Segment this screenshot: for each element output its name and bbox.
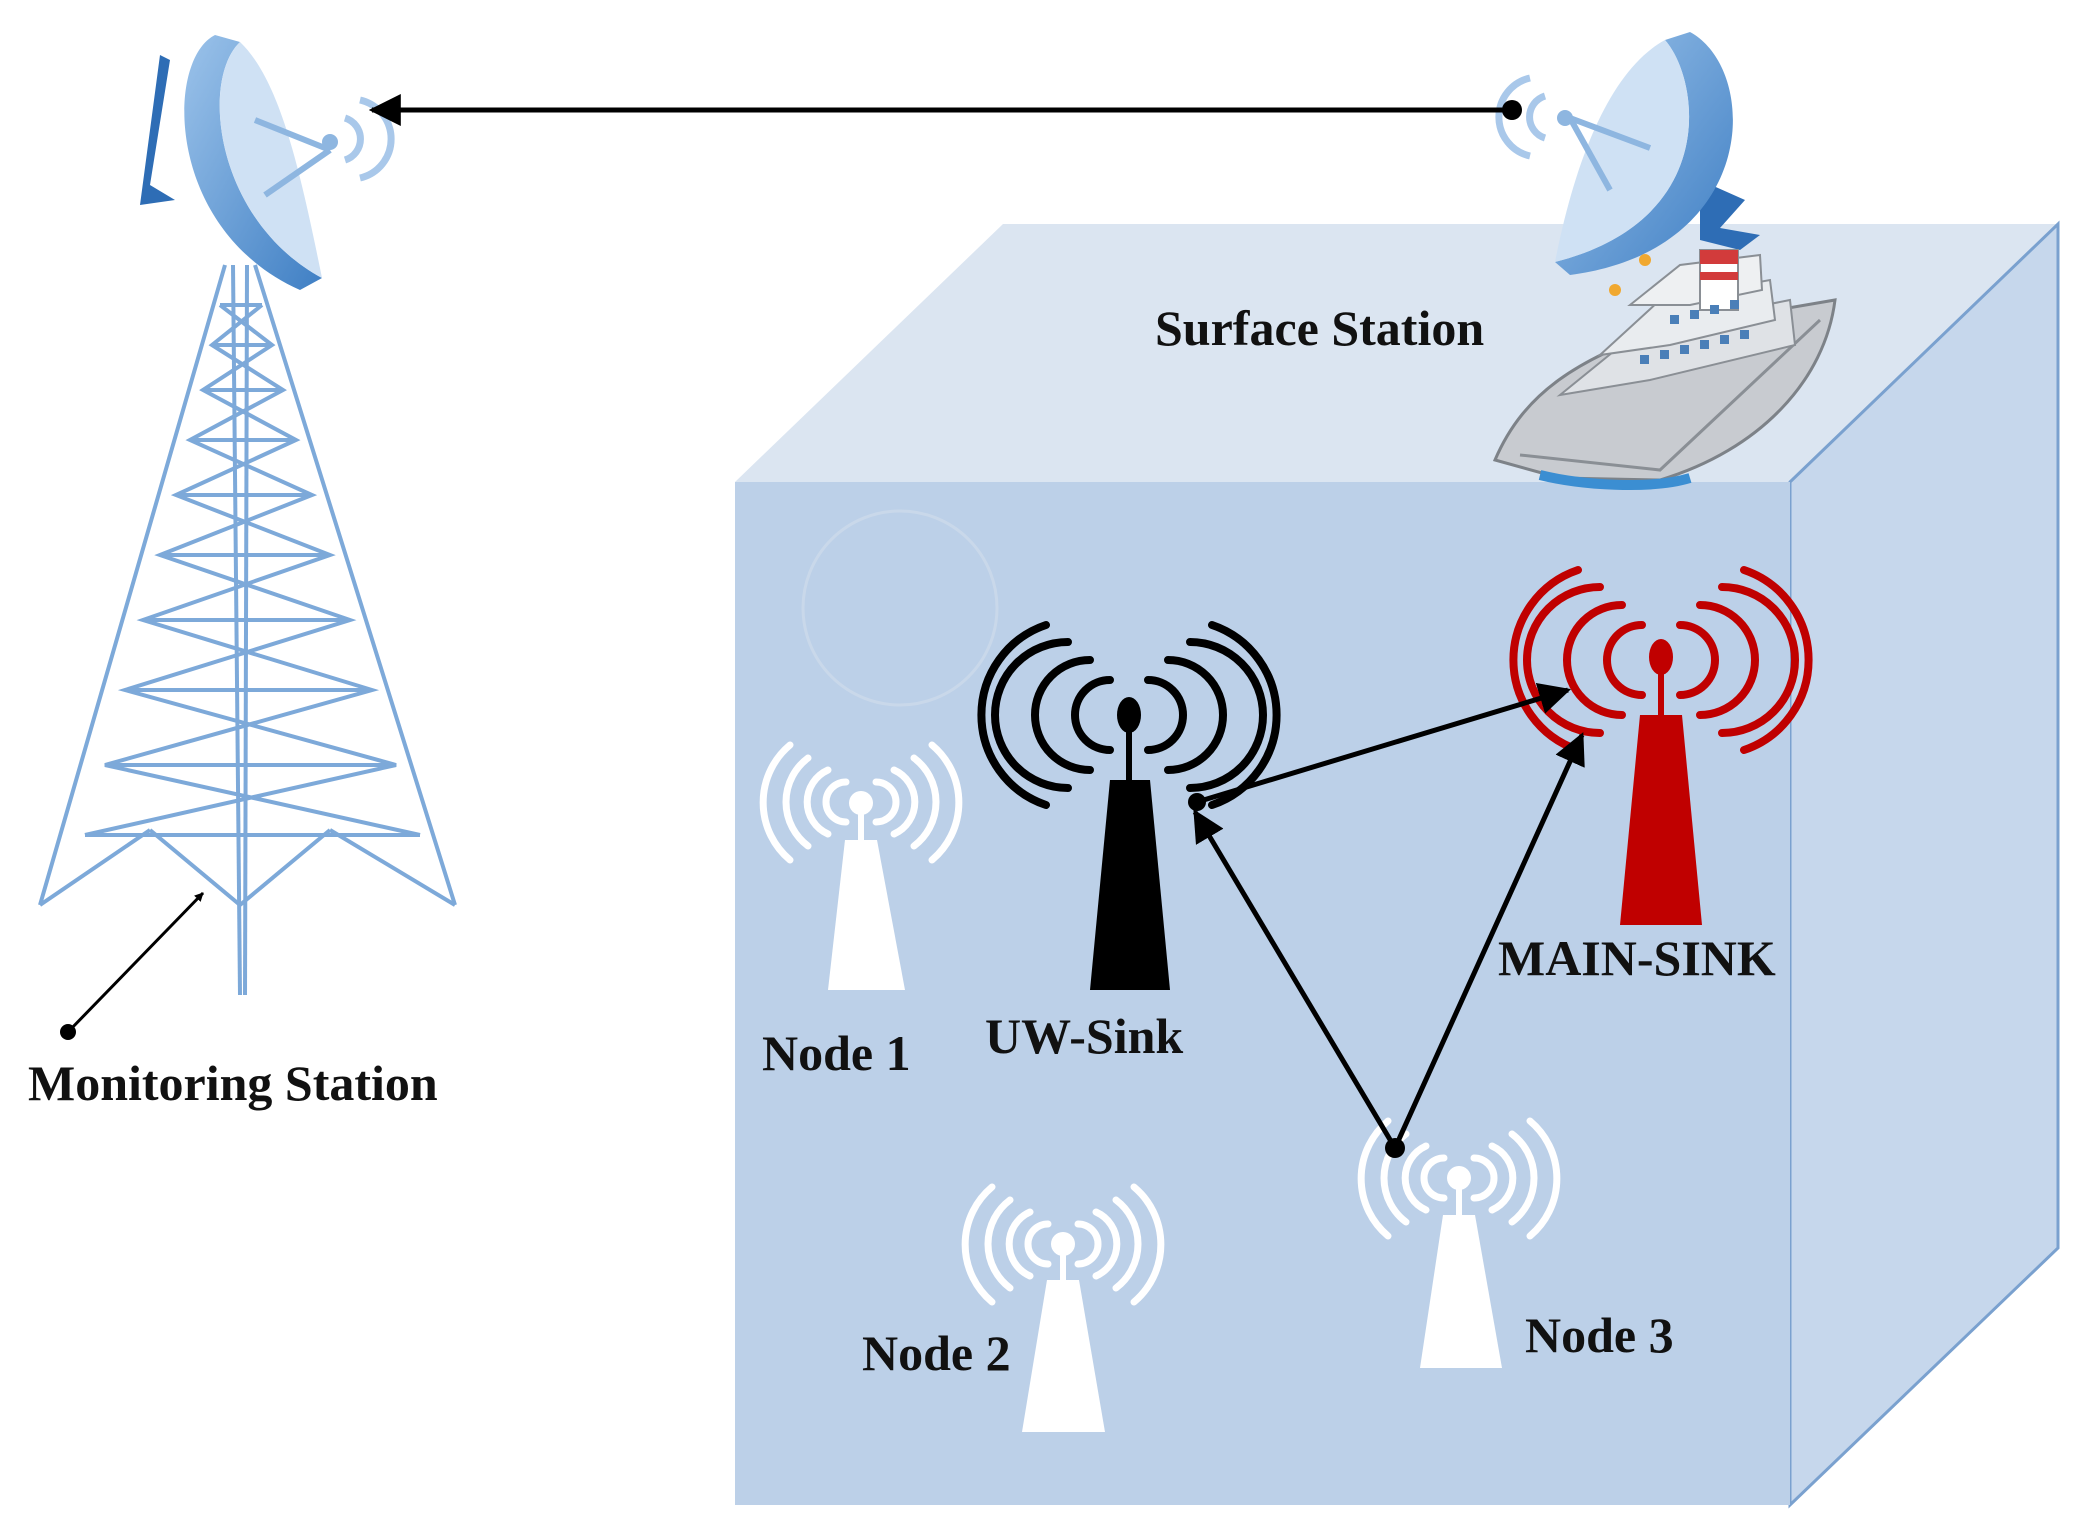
satellite-dish-icon <box>1495 32 1760 275</box>
monitoring-label-pointer <box>66 891 205 1034</box>
water-volume <box>735 220 2060 1509</box>
node1-antenna-icon <box>759 741 963 990</box>
ship-icon <box>1492 249 1837 490</box>
satellite-dish-icon <box>140 35 395 290</box>
connection-dots <box>60 100 1522 1158</box>
uw-sink-label: UW-Sink <box>985 1008 1183 1064</box>
uwsink-to-mainsink-arrow <box>1196 683 1572 805</box>
surface-station-label: Surface Station <box>1155 300 1484 356</box>
communication-arrows <box>66 94 1585 1150</box>
node2-label: Node 2 <box>862 1325 1011 1381</box>
uw-sink-antenna-icon <box>977 621 1281 990</box>
monitoring-station-label: Monitoring Station <box>28 1055 438 1111</box>
node1-label: Node 1 <box>762 1025 911 1081</box>
water-front-face <box>735 482 1790 1505</box>
node3-to-uwsink-arrow <box>1192 809 1398 1150</box>
lattice-tower-icon <box>38 264 457 996</box>
main-sink-antenna-icon <box>1509 566 1813 925</box>
faded-bubble <box>801 509 999 707</box>
node2-antenna-icon <box>961 1183 1165 1432</box>
node3-label: Node 3 <box>1525 1307 1674 1363</box>
node3-antenna-icon <box>1357 1117 1561 1368</box>
main-sink-label: MAIN-SINK <box>1498 930 1776 986</box>
node3-to-mainsink-arrow <box>1392 732 1585 1150</box>
